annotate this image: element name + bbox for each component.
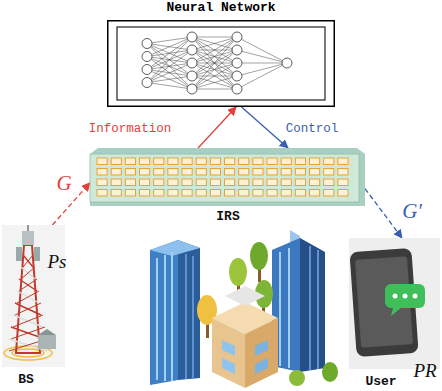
low-building — [212, 286, 278, 388]
edge-label: G' — [400, 200, 424, 223]
base-station: BS Ps — [2, 225, 65, 389]
neural-network-box-art — [107, 20, 335, 107]
power-symbol: PR — [413, 361, 436, 382]
edge-label: G — [54, 172, 73, 195]
node-title: IRS — [216, 210, 239, 224]
skyscraper-right — [272, 230, 325, 372]
information-arrow — [198, 107, 236, 148]
node-title: Neural Network — [166, 1, 275, 15]
neural-network-box: Neural Network — [107, 20, 335, 107]
irs-panel-art — [90, 148, 365, 206]
skyscraper-left — [150, 240, 200, 385]
edge-label: Control — [284, 123, 341, 137]
node-title: User — [365, 375, 396, 389]
user-phone: User PR — [345, 238, 440, 389]
base-station-art — [2, 225, 65, 389]
control-arrow — [242, 107, 288, 148]
edge-label: Information — [87, 123, 174, 137]
channel-g-prime — [365, 189, 402, 238]
irs-panel: IRS — [90, 148, 365, 206]
node-title: BS — [18, 373, 34, 387]
power-symbol: Ps — [48, 252, 67, 273]
